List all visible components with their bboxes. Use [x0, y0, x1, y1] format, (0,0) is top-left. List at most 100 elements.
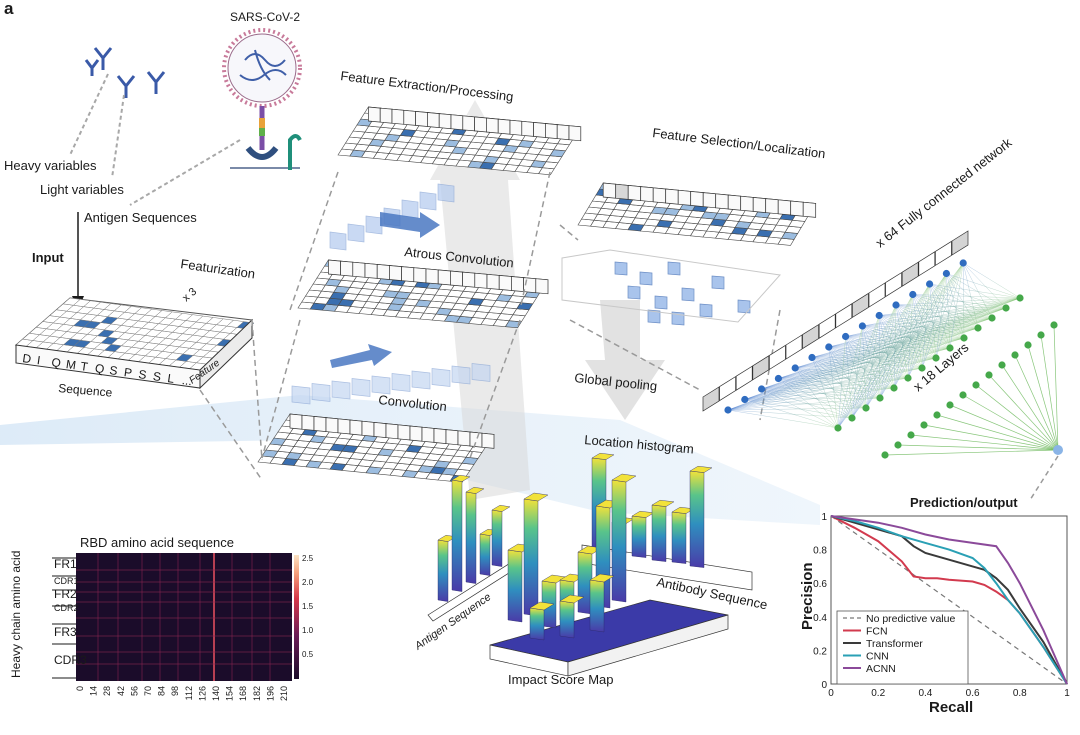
- sequence-letter: T: [80, 359, 90, 374]
- heatmap-x-tick: 140: [211, 686, 221, 701]
- heatmap-colorbar-ticks: 2.5 2.0 1.5 1.0 0.5: [302, 554, 314, 659]
- heatmap-x-tick: 112: [184, 686, 194, 700]
- legend-entry: Transformer: [866, 638, 923, 650]
- colorbar-tick: 2.5: [302, 554, 314, 563]
- fc-nodes: [724, 259, 1063, 501]
- colorbar-tick: 1.0: [302, 626, 314, 635]
- virus-label: SARS-CoV-2: [230, 10, 300, 24]
- y-tick-label: 0.2: [813, 646, 827, 657]
- sequence-letter: ...: [181, 373, 193, 388]
- fully-connected-network: x 64 Fully connected network x 18 Layers: [702, 135, 1063, 501]
- chart-y-ticks: 00.20.40.60.81: [813, 512, 827, 691]
- input-block: SARS-CoV-2 Heavy variables Light variabl…: [4, 10, 302, 310]
- heatmap-row-label: CDR1: [54, 576, 79, 586]
- sequence-letter: S: [109, 363, 119, 378]
- heatmap-colorbar: [294, 555, 299, 679]
- legend-entry: FCN: [866, 626, 888, 638]
- y-tick-label: 0.6: [813, 579, 827, 590]
- impact-score-map-label: Impact Score Map: [508, 672, 614, 687]
- heatmap-row-label: CDR3: [54, 653, 87, 667]
- x-tick-label: 0.4: [918, 688, 932, 699]
- legend-entry: CNN: [866, 651, 889, 663]
- sequence-axis-label: Sequence: [58, 381, 113, 400]
- series-line-no-predictive-value: [830, 515, 1068, 685]
- legend-box: [836, 610, 969, 685]
- heatmap-x-tick: 210: [279, 686, 289, 701]
- convolution-blocks: [291, 363, 491, 405]
- heatmap-row-label: FR1: [54, 557, 77, 571]
- series-line-acnn: [830, 515, 1068, 685]
- chart-x-ticks: 0 0.2 0.4 0.6 0.8 1: [828, 688, 1070, 699]
- x-tick-label: 0.8: [1013, 688, 1027, 699]
- impact-histograms: [427, 452, 753, 677]
- sequence-letter: Q: [51, 355, 62, 370]
- x-tick-label: 1: [1064, 688, 1070, 699]
- heatmap-streaks: [76, 553, 292, 681]
- impact-map-histogram: [489, 473, 729, 677]
- heatmap-x-tick: 70: [143, 686, 153, 696]
- heatmap-x-tick: 154: [225, 686, 235, 701]
- colorbar-tick: 2.0: [302, 578, 314, 587]
- panel-label: a: [4, 0, 14, 18]
- heatmap-row-label: CDR2: [54, 603, 79, 613]
- heatmap-x-tick: 98: [170, 686, 180, 696]
- featurization-multiplier: x 3: [180, 286, 199, 305]
- x-tick-label: 0.2: [871, 688, 885, 699]
- processing-stack: [257, 106, 817, 483]
- chart-title: Prediction/output: [910, 495, 1018, 510]
- sequence-letter: D: [22, 351, 33, 366]
- featurization-cells: [15, 297, 255, 371]
- sequence-letter: S: [152, 369, 162, 384]
- virus-icon: [222, 28, 302, 170]
- fc-feature-vector: [702, 230, 969, 412]
- heatmap-ylabel: Heavy chain amino acid: [9, 551, 23, 678]
- antigen-histogram: [427, 474, 521, 622]
- fc-connections: [727, 262, 1059, 456]
- antibody-icon: [84, 47, 166, 98]
- light-variables-label: Light variables: [40, 182, 124, 197]
- atrous-output-grid: [297, 259, 549, 329]
- heavy-variables-label: Heavy variables: [4, 158, 97, 173]
- sequence-letter: L: [167, 371, 176, 386]
- convolution-output-grid: [257, 413, 495, 483]
- sequence-letter: P: [123, 365, 133, 380]
- sequence-letter: Q: [94, 361, 105, 376]
- heatmap-body: [76, 553, 292, 681]
- colorbar-tick: 0.5: [302, 650, 314, 659]
- heatmap-x-tick: 14: [89, 686, 99, 696]
- y-tick-label: 0: [821, 680, 827, 691]
- feature-selection-label: Feature Selection/Localization: [652, 125, 827, 161]
- sequence-letter: M: [65, 357, 77, 372]
- dashed-connectors: [69, 73, 241, 206]
- y-tick-label: 0.8: [813, 546, 827, 557]
- heatmap-row-label: FR2: [54, 587, 77, 601]
- heatmap-x-tick: 0: [75, 686, 85, 691]
- fully-connected-label: x 64 Fully connected network: [873, 135, 1015, 251]
- legend-entry: No predictive value: [866, 613, 955, 625]
- series-line-cnn: [830, 515, 1068, 685]
- antigen-sequences-label: Antigen Sequences: [84, 210, 197, 225]
- chart-series: [830, 515, 1068, 685]
- heatmap-x-tick: 28: [102, 686, 112, 696]
- colorbar-tick: 1.5: [302, 602, 314, 611]
- feature-extraction-grid: [337, 106, 582, 176]
- x-tick-label: 0.6: [966, 688, 980, 699]
- convolution-arrow-icon: [330, 344, 392, 368]
- heatmap-x-tick: 182: [252, 686, 262, 701]
- heatmap-x-tick: 56: [129, 686, 139, 696]
- chart-xlabel: Recall: [929, 699, 973, 716]
- heatmap-row-label: FR3: [54, 625, 77, 639]
- heatmap-x-tick: 196: [265, 686, 275, 701]
- sequence-letter: S: [138, 367, 148, 382]
- heatmap-title: RBD amino acid sequence: [80, 535, 234, 550]
- y-tick-label: 0.4: [813, 613, 827, 624]
- x-tick-label: 0: [828, 688, 834, 699]
- heatmap-x-tick: 42: [116, 686, 126, 696]
- chart-ylabel: Precision: [799, 562, 816, 630]
